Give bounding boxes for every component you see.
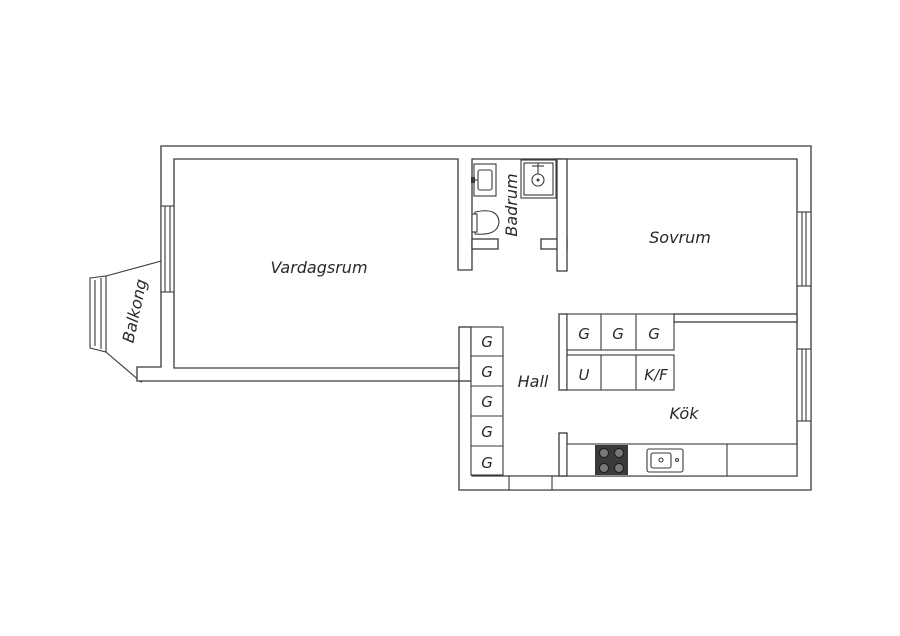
bath-sink-icon (471, 163, 497, 197)
wardrobe-label: G (481, 363, 493, 381)
hall-wardrobes: G G G G G (470, 326, 504, 476)
room-label-bath: Badrum (502, 173, 521, 236)
wardrobe-label: G (648, 325, 660, 343)
room-label-hall: Hall (518, 372, 549, 391)
room-label-bedroom: Sovrum (649, 228, 711, 247)
wardrobe-label: G (481, 393, 493, 411)
fridge-label: K/F (644, 366, 668, 384)
balcony (89, 259, 166, 383)
toilet-icon (471, 210, 500, 235)
wardrobe-label: G (481, 423, 493, 441)
wardrobe-label: G (481, 333, 493, 351)
kitchen-sink-icon (646, 448, 684, 473)
stove-icon (595, 445, 628, 475)
room-label-kitchen: Kök (670, 404, 700, 423)
bathroom-fixtures (471, 159, 557, 235)
wardrobe-label: G (481, 454, 493, 472)
wardrobe-label: G (578, 325, 590, 343)
windows (160, 205, 812, 422)
shower-icon (520, 159, 557, 199)
interior-walls (458, 158, 798, 491)
kitchen-counter (566, 443, 798, 477)
wardrobe-label: G (612, 325, 624, 343)
hall-cabinets-row: G G G U K/F (566, 313, 675, 391)
storage-label: U (579, 366, 590, 384)
room-label-living: Vardagsrum (270, 258, 367, 277)
